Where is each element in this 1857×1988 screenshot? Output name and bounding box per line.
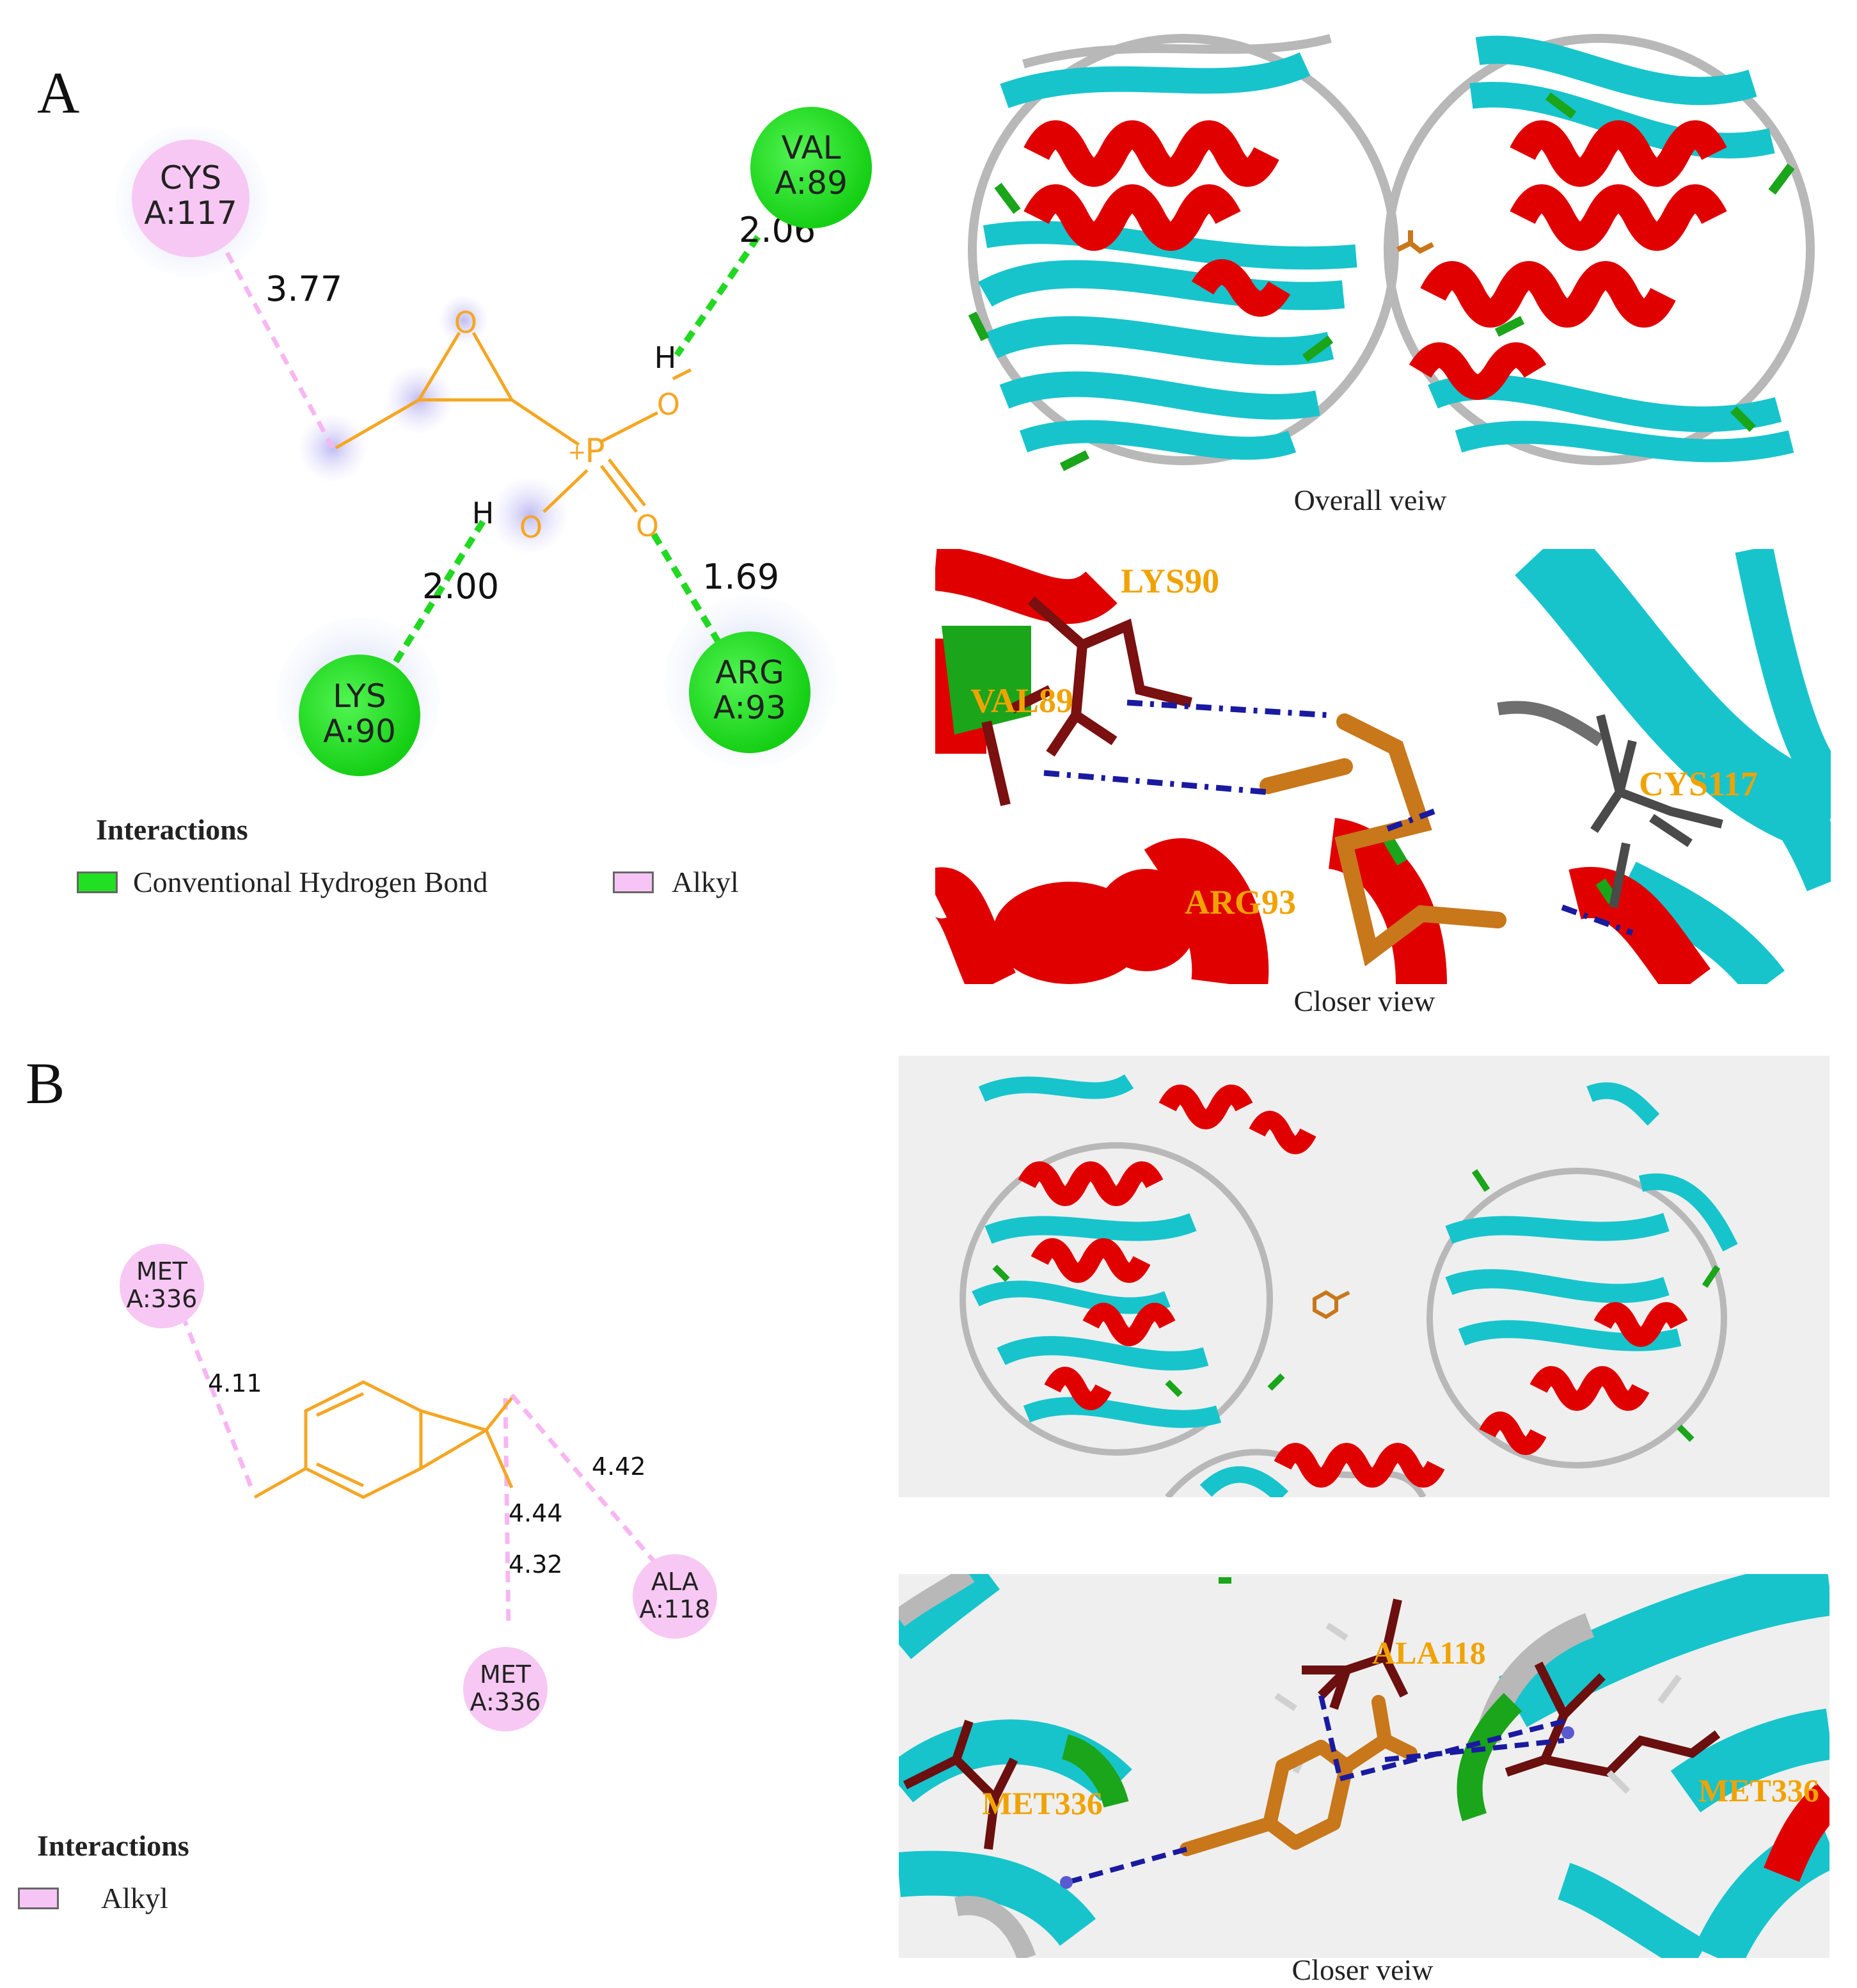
panel-a-interaction-diagram: O P + O H O H O 3.77 2.06 2.00 1.69 CYS … [115, 107, 872, 781]
panel-a-letter: A [37, 60, 80, 125]
residue-label-met336: MET336 [1698, 1772, 1819, 1808]
residue-met336 [463, 1647, 548, 1731]
ligand-highlight [490, 475, 569, 555]
legend-item-hbond: Conventional Hydrogen Bond [133, 866, 488, 898]
ligand-overall [1313, 1290, 1350, 1319]
panel-b-closer-view: ALA118 MET336 MET336 [899, 1574, 1829, 1958]
residue-label-met336: MET336 [982, 1785, 1103, 1821]
panel-b-letter: B [26, 1051, 65, 1116]
residue-sticks-dark [981, 596, 1192, 806]
residue-val89 [750, 107, 872, 228]
residue-chain: A:118 [640, 1595, 711, 1623]
legend-title: Interactions [37, 1829, 189, 1862]
hydroxyl-oxygen: O [657, 387, 680, 422]
protein-domain-right [1384, 34, 1815, 465]
residue-sticks-gray [1590, 714, 1723, 909]
residue-label-cys117: CYS117 [1639, 765, 1758, 803]
interaction-center [1561, 1726, 1574, 1739]
closer-view-caption: Closer view [1293, 985, 1435, 1017]
interaction-lines [1070, 1695, 1565, 1884]
distance-label: 2.00 [422, 566, 499, 607]
residue-name: CYS [160, 159, 221, 196]
ligand-highlight [438, 294, 489, 346]
alkyl-interaction-line [180, 1314, 255, 1492]
panel-a-overall-view [968, 34, 1815, 472]
residue-name: ARG [715, 654, 784, 691]
alkyl-interaction-line [510, 1393, 664, 1573]
distance-label: 4.11 [208, 1369, 262, 1397]
residue-chain: A:336 [470, 1688, 541, 1716]
legend-item-alkyl: Alkyl [672, 866, 739, 898]
distance-label: 4.44 [509, 1499, 563, 1527]
interaction-lines [1043, 699, 1634, 936]
hydroxyl-oxygen: O [519, 510, 542, 545]
protein-domain-right [1426, 1082, 1738, 1468]
residue-chain: A:336 [127, 1285, 198, 1313]
panel-b-interaction-diagram: 4.11 4.42 4.44 4.32 MET A:336 ALA A:118 … [120, 1244, 717, 1731]
residue-name: MET [480, 1660, 532, 1689]
hbond-interaction-line [674, 235, 761, 357]
distance-label: 4.32 [509, 1550, 563, 1578]
residue-name: VAL [781, 129, 841, 166]
protein-domain-left [960, 1074, 1316, 1456]
ligand-sticks [1180, 1695, 1418, 1856]
closer-view-caption: Closer veiw [1292, 1953, 1434, 1986]
alkyl-swatch [18, 1888, 59, 1909]
legend-title: Interactions [96, 813, 248, 846]
hydrogen-atom: H [654, 340, 677, 375]
distance-label: 1.69 [702, 557, 779, 597]
hydrogen-atom: H [472, 496, 494, 530]
residue-cys117 [132, 139, 249, 257]
residue-chain: A:89 [775, 164, 848, 202]
residue-chain: A:117 [144, 195, 237, 232]
ligand-sticks [1260, 713, 1506, 967]
distance-label: 4.42 [592, 1452, 646, 1481]
residue-met336 [120, 1244, 204, 1328]
hbond-swatch [77, 871, 118, 893]
ligand-overall [1396, 230, 1434, 254]
phosphorus-charge: + [568, 440, 587, 465]
residue-lys90 [299, 655, 420, 776]
legend-item-alkyl: Alkyl [101, 1882, 168, 1914]
residue-label-lys90: LYS90 [1121, 562, 1219, 600]
interaction-center [1060, 1876, 1073, 1889]
epoxide-oxygen: O [454, 305, 477, 340]
residue-name: ALA [651, 1568, 699, 1596]
panel-b-overall-view [899, 1056, 1829, 1497]
residue-chain: A:93 [713, 689, 786, 726]
distance-label: 3.77 [265, 269, 342, 309]
phosphorus-atom: P [585, 432, 605, 470]
ligand-structure [335, 331, 692, 513]
residue-ala118 [633, 1554, 717, 1639]
residue-name: MET [136, 1257, 188, 1285]
alkyl-interaction-line [503, 1397, 511, 1629]
residue-label-val89: VAL89 [970, 681, 1073, 720]
overall-view-caption: Overall veiw [1293, 484, 1447, 516]
hbond-interaction-line [651, 532, 726, 651]
alkyl-swatch [613, 871, 654, 893]
panel-a-closer-view: LYS90 VAL89 CYS117 ARG93 [935, 549, 1831, 984]
residue-arg93 [689, 632, 810, 753]
protein-domain-left [968, 34, 1399, 472]
hbond-interaction-line [388, 520, 486, 671]
residue-name: LYS [333, 678, 386, 715]
ligand-structure [253, 1380, 514, 1499]
residue-chain: A:90 [323, 713, 396, 750]
residue-label-ala118: ALA118 [1372, 1635, 1486, 1671]
residue-label-arg93: ARG93 [1185, 883, 1296, 921]
carbonyl-oxygen: O [636, 509, 659, 543]
protein-domain-bottom [1165, 1443, 1445, 1497]
